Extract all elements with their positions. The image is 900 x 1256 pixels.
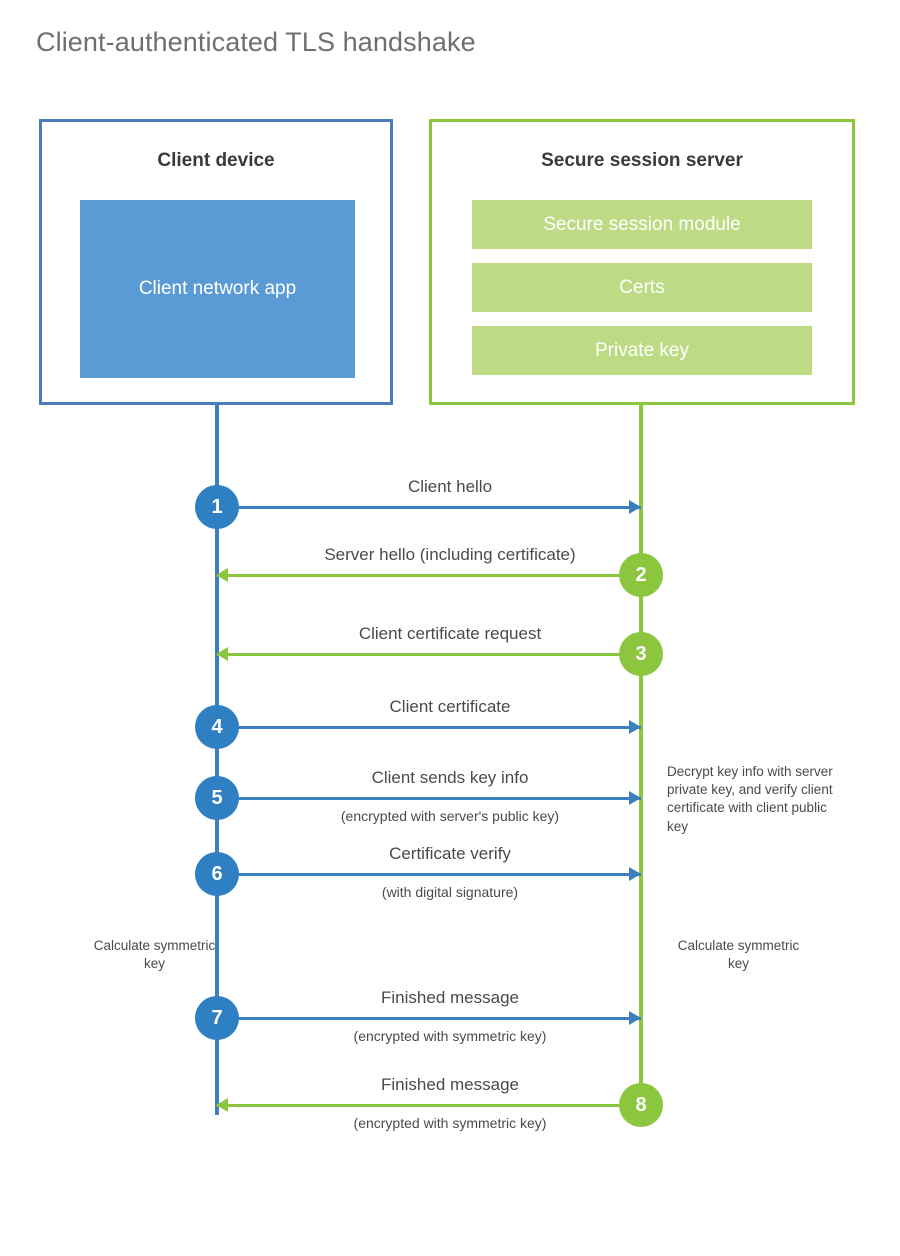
server-lifeline (639, 405, 643, 1105)
arrow-head-7 (629, 1011, 641, 1025)
secure-session-server-title: Secure session server (541, 150, 743, 171)
step-circle-4[interactable]: 4 (195, 705, 239, 749)
server-block-secure-session-module: Secure session module (472, 200, 812, 249)
arrow-head-6 (629, 867, 641, 881)
client-lifeline (215, 405, 219, 1115)
server-block-certs: Certs (472, 263, 812, 312)
message-arrow-2 (217, 574, 641, 577)
message-label-3: Client certificate request (358, 624, 542, 643)
message-label-4: Client certificate (389, 697, 511, 716)
server-block-private-key: Private key (472, 326, 812, 375)
step-circle-5[interactable]: 5 (195, 776, 239, 820)
note-decrypt-key-info: Decrypt key info with server private key… (667, 764, 833, 834)
note-calculate-symmetric-key-client: Calculate symmetric key (93, 938, 216, 972)
step-circle-1[interactable]: 1 (195, 485, 239, 529)
arrow-head-8 (216, 1098, 228, 1112)
secure-session-server-box: Secure session server Secure session mod… (429, 119, 855, 405)
message-sublabel-7: (encrypted with symmetric key) (353, 1028, 547, 1044)
client-device-title: Client device (157, 150, 275, 171)
message-label-7: Finished message (381, 988, 519, 1007)
arrow-head-1 (629, 500, 641, 514)
message-label-1: Client hello (407, 477, 493, 496)
arrow-head-3 (216, 647, 228, 661)
message-arrow-6 (217, 873, 641, 876)
step-circle-3[interactable]: 3 (619, 632, 663, 676)
message-arrow-1 (217, 506, 641, 509)
step-circle-7[interactable]: 7 (195, 996, 239, 1040)
arrow-head-5 (629, 791, 641, 805)
step-circle-8[interactable]: 8 (619, 1083, 663, 1127)
message-arrow-4 (217, 726, 641, 729)
page-title: Client-authenticated TLS handshake (36, 27, 476, 57)
message-arrow-8 (217, 1104, 641, 1107)
message-label-5: Client sends key info (371, 768, 529, 787)
message-label-2: Server hello (including certificate) (324, 545, 576, 564)
note-calculate-symmetric-key-server: Calculate symmetric key (677, 938, 800, 972)
client-network-app-block: Client network app (80, 200, 355, 378)
message-arrow-5 (217, 797, 641, 800)
arrow-head-2 (216, 568, 228, 582)
message-arrow-3 (217, 653, 641, 656)
arrow-head-4 (629, 720, 641, 734)
step-circle-2[interactable]: 2 (619, 553, 663, 597)
step-circle-6[interactable]: 6 (195, 852, 239, 896)
message-label-8: Finished message (381, 1075, 519, 1094)
message-label-6: Certificate verify (389, 844, 511, 863)
message-sublabel-5: (encrypted with server's public key) (340, 808, 560, 824)
message-sublabel-6: (with digital signature) (381, 884, 519, 900)
message-arrow-7 (217, 1017, 641, 1020)
client-device-box: Client device Client network app (39, 119, 393, 405)
message-sublabel-8: (encrypted with symmetric key) (353, 1115, 547, 1131)
